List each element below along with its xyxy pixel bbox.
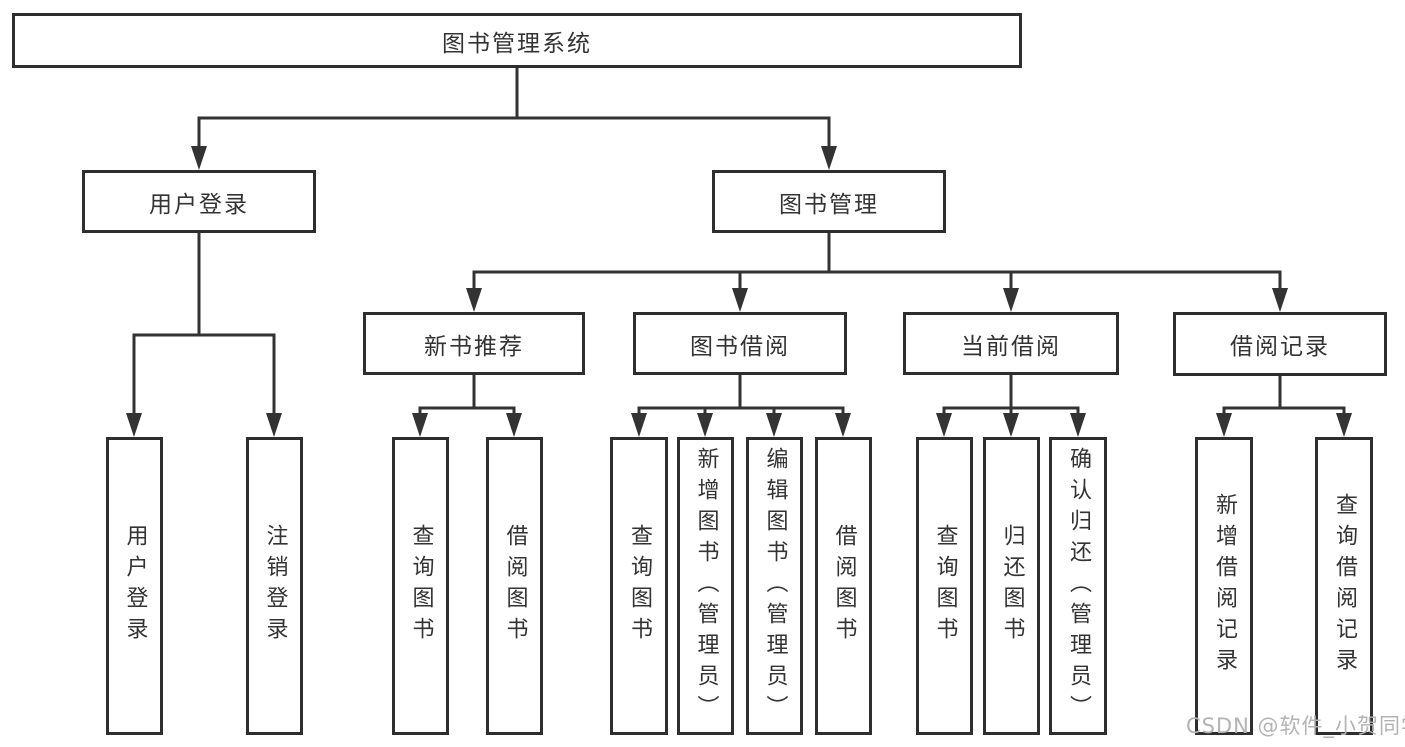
connector-current-borrow-leaves: [942, 375, 1080, 417]
connector-new-book-recommend-leaves: [418, 375, 516, 417]
node-user-login: 用户登录: [82, 170, 316, 233]
leaf-add-borrow-record: 新增借阅记录: [1195, 437, 1253, 735]
csdn-watermark: CSDN @软件_小贺同学: [1186, 714, 1405, 738]
leaf-borrow-books: 借阅图书: [815, 437, 872, 735]
node-book-borrow: 图书借阅: [633, 312, 847, 375]
leaf-query-books-current: 查询图书: [916, 437, 973, 735]
arrowheads: [126, 146, 1352, 437]
connector-borrow-records-leaves: [1222, 376, 1346, 417]
leaf-user-login: 用户登录: [106, 437, 163, 735]
node-borrow-records: 借阅记录: [1173, 312, 1387, 376]
leaf-query-books-borrow: 查询图书: [610, 437, 668, 735]
leaf-logout: 注销登录: [246, 437, 303, 735]
connector-book-mgmt-level3: [472, 233, 1282, 292]
leaf-edit-book-admin: 编辑图书（管理员）: [746, 437, 803, 735]
leaf-query-books-recommend: 查询图书: [392, 437, 449, 735]
connector-user-login-leaves: [132, 233, 276, 417]
node-new-book-recommend: 新书推荐: [363, 312, 585, 375]
connector-root-to-level2: [197, 68, 831, 150]
leaf-confirm-return-admin: 确认归还（管理员）: [1049, 437, 1107, 735]
connector-book-borrow-leaves: [637, 375, 845, 417]
node-book-mgmt: 图书管理: [712, 170, 946, 233]
node-root: 图书管理系统: [12, 13, 1022, 68]
leaf-add-book-admin: 新增图书（管理员）: [677, 437, 734, 735]
leaf-query-borrow-record: 查询借阅记录: [1315, 437, 1373, 735]
leaf-borrow-books-recommend: 借阅图书: [486, 437, 543, 735]
leaf-return-book: 归还图书: [983, 437, 1040, 735]
node-current-borrow: 当前借阅: [903, 312, 1119, 375]
